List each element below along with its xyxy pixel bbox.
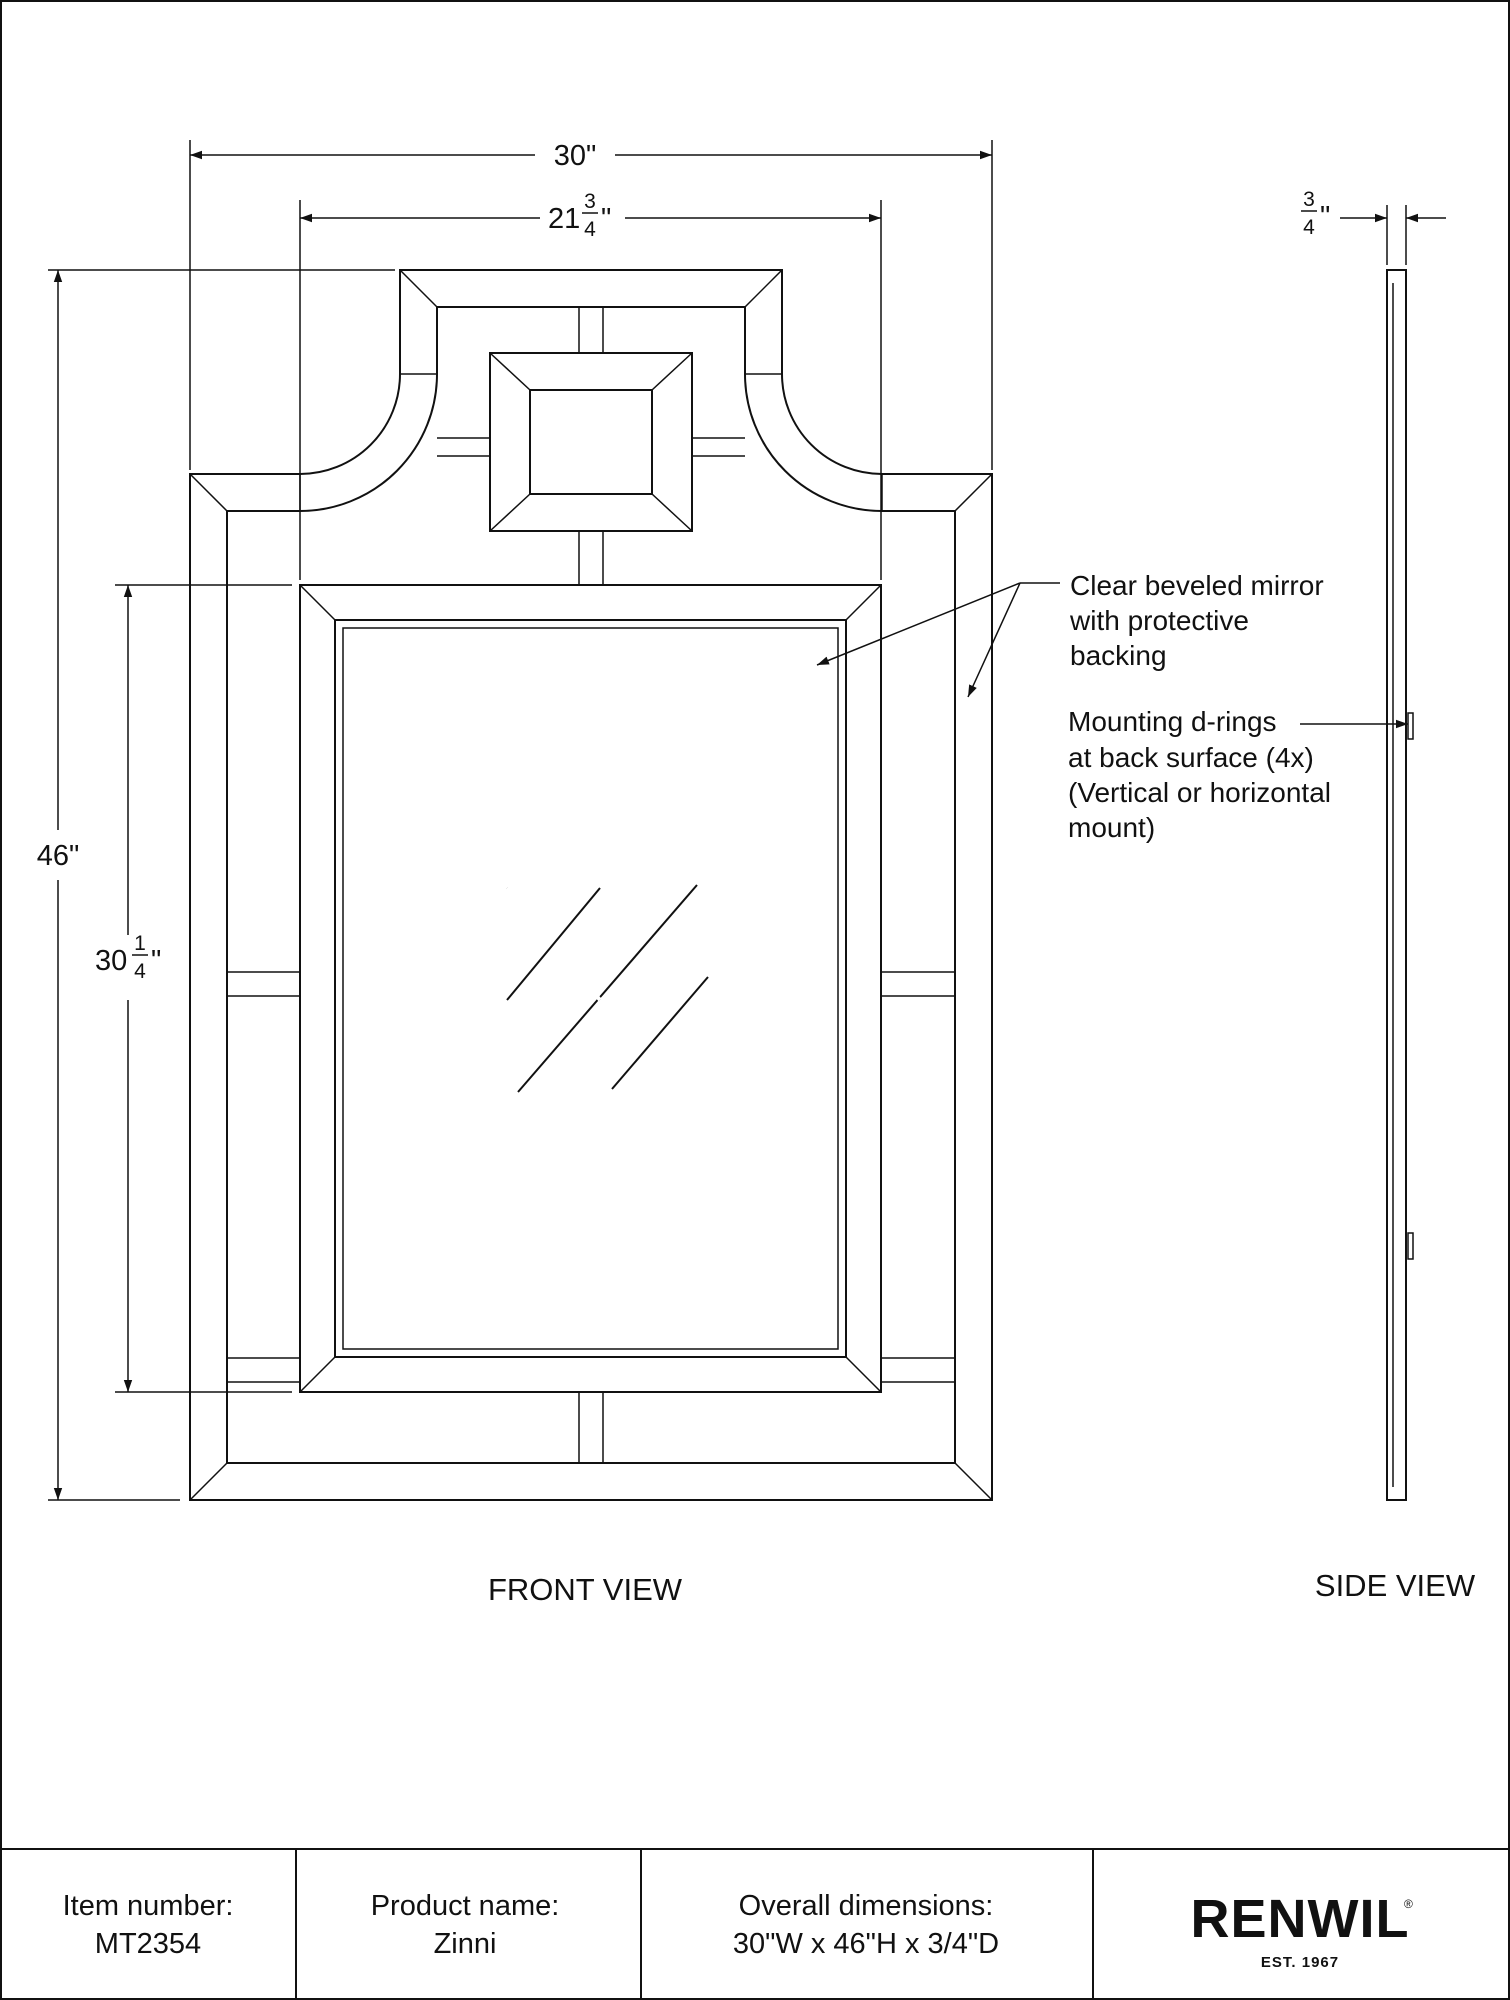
- dim-depth: 3 4 ": [1301, 188, 1330, 239]
- callout-mirror: Clear beveled mirror with protective bac…: [816, 570, 1324, 698]
- dim-overall-width: 30": [554, 140, 597, 172]
- svg-text:with protective: with protective: [1069, 605, 1249, 636]
- svg-text:backing: backing: [1070, 640, 1167, 671]
- svg-text:": ": [1320, 201, 1330, 233]
- product-name-label: Product name:: [371, 1890, 560, 1922]
- svg-text:®: ®: [1404, 1897, 1413, 1911]
- mirror-reflection-marks: [505, 886, 602, 1002]
- callout-mounting: Mounting d-rings at back surface (4x) (V…: [1068, 706, 1408, 843]
- front-view-label: FRONT VIEW: [488, 1572, 683, 1607]
- brand-logo: RENWIL ® EST. 1967: [1191, 1889, 1413, 1971]
- svg-text:at back surface (4x): at back surface (4x): [1068, 742, 1314, 773]
- svg-text:4: 4: [1303, 216, 1315, 239]
- product-name-value: Zinni: [434, 1928, 497, 1960]
- svg-text:mount): mount): [1068, 812, 1155, 843]
- svg-text:3: 3: [1303, 188, 1315, 211]
- side-view-label: SIDE VIEW: [1315, 1568, 1476, 1603]
- dimension-lines: [48, 140, 993, 1501]
- overall-dimensions-value: 30"W x 46"H x 3/4"D: [733, 1928, 999, 1960]
- dim-mirror-width: 21 3 4 ": [548, 190, 611, 241]
- svg-text:": ": [151, 945, 161, 977]
- svg-text:": ": [601, 203, 611, 235]
- dim-mirror-height: 30 1 4 ": [95, 932, 161, 983]
- svg-text:4: 4: [584, 218, 596, 241]
- mirror-frame-drawing: [189, 269, 993, 1501]
- title-block: [1, 1848, 1509, 1999]
- svg-text:(Vertical or horizontal: (Vertical or horizontal: [1068, 777, 1331, 808]
- svg-text:EST. 1967: EST. 1967: [1261, 1954, 1339, 1971]
- overall-dimensions-label: Overall dimensions:: [739, 1890, 994, 1922]
- item-number-label: Item number:: [63, 1890, 234, 1922]
- side-view-drawing: [1340, 205, 1446, 1501]
- svg-text:Clear beveled mirror: Clear beveled mirror: [1070, 570, 1324, 601]
- item-number-value: MT2354: [95, 1928, 201, 1960]
- svg-text:30: 30: [95, 945, 127, 977]
- svg-text:1: 1: [134, 932, 146, 955]
- svg-text:RENWIL: RENWIL: [1191, 1889, 1410, 1949]
- dim-overall-height: 46": [37, 840, 80, 872]
- svg-text:4: 4: [134, 960, 146, 983]
- svg-text:Mounting d-rings: Mounting d-rings: [1068, 706, 1277, 737]
- svg-text:3: 3: [584, 190, 596, 213]
- svg-text:21: 21: [548, 203, 580, 235]
